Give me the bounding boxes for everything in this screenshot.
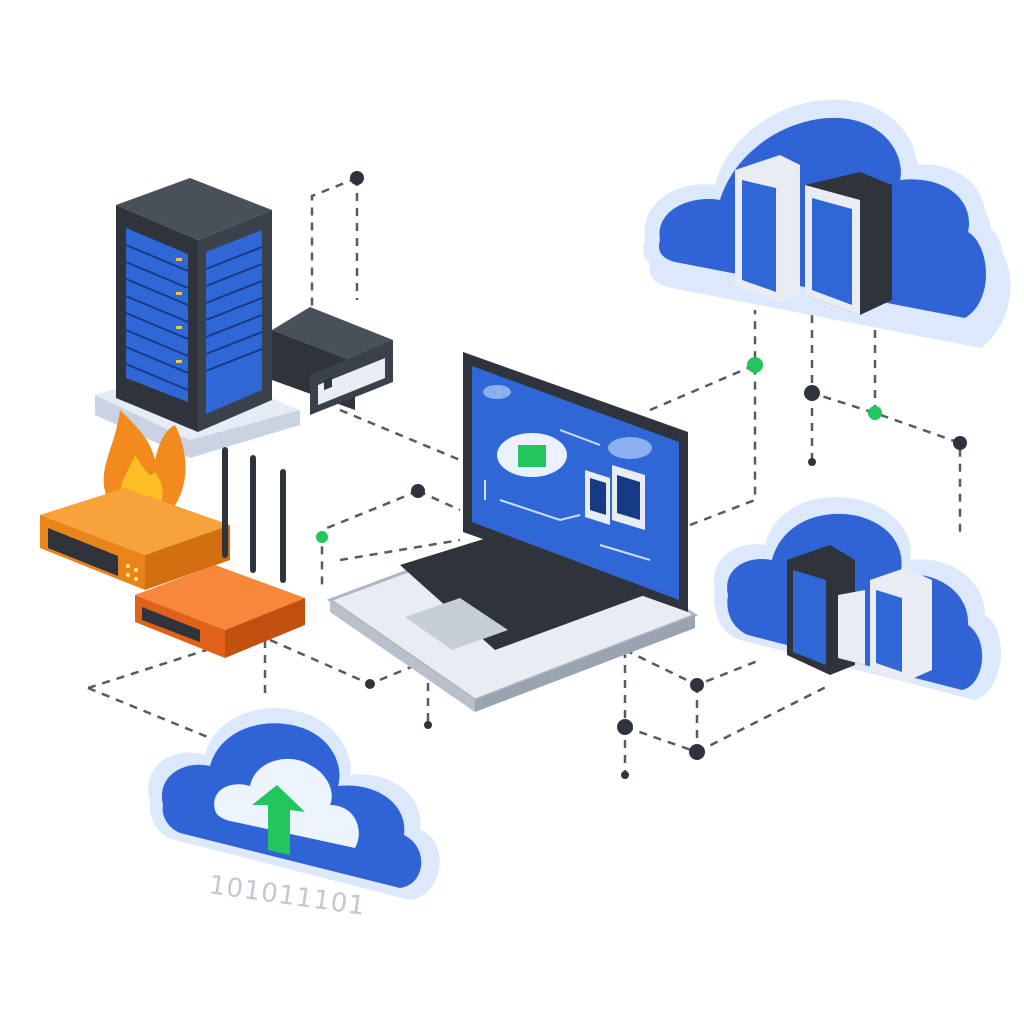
- cloud-servers-icon-top: [643, 99, 1011, 349]
- connection-nodes: [316, 171, 967, 779]
- laptop-icon: [326, 352, 699, 712]
- cloud-upload-icon: [148, 707, 440, 900]
- screen-cloud-icon: [497, 433, 567, 477]
- network-switch-icon: [272, 307, 393, 415]
- upload-arrow-icon: [252, 785, 305, 855]
- screen-servers-icon: [585, 465, 645, 530]
- router-icon: [135, 447, 305, 658]
- cloud-servers-icon-right: [713, 497, 1002, 700]
- firewall-icon: [40, 410, 230, 590]
- server-rack-icon: [95, 178, 300, 458]
